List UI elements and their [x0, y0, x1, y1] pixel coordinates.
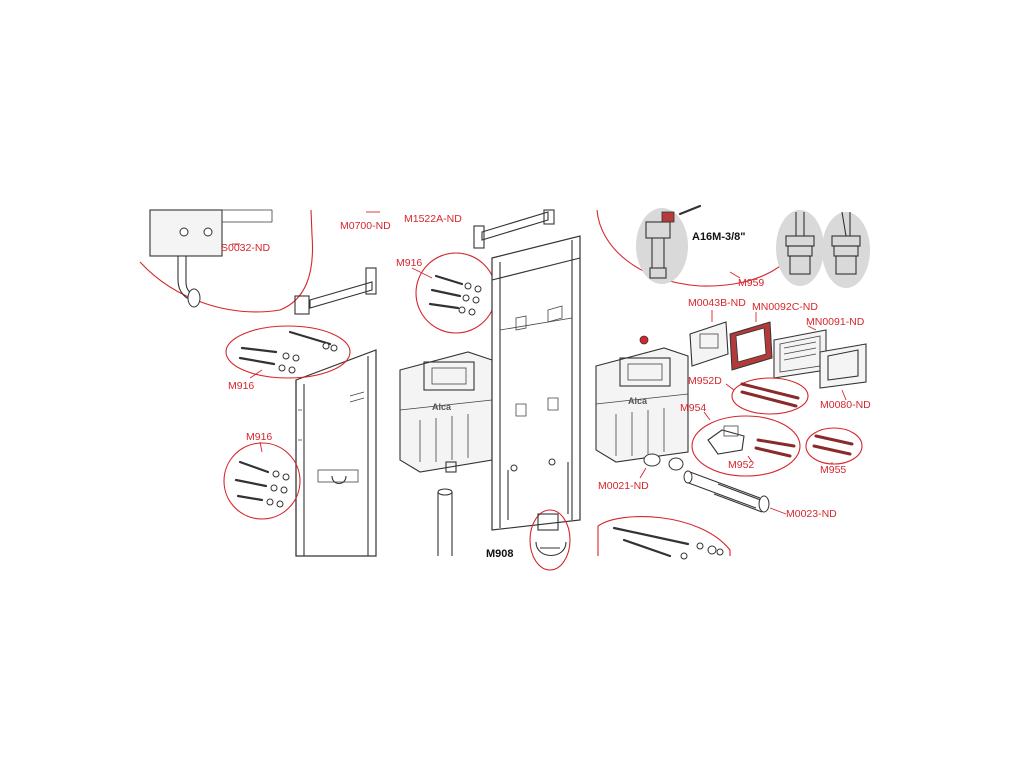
label-m1522a-nd: M1522A-ND [404, 213, 462, 225]
detail-m952d [725, 377, 809, 415]
label-m952: M952 [728, 459, 754, 471]
cistern-left [399, 351, 493, 473]
brand-tank-right: Alca [628, 396, 648, 406]
detail-rods-bottom [597, 516, 731, 560]
label-m0021-nd: M0021-ND [598, 480, 649, 492]
box-mn0091 [773, 325, 827, 379]
label-m959: M959 [738, 277, 764, 289]
bracket-m0700 [294, 211, 380, 315]
brand-tank-left: Alca [432, 402, 452, 412]
label-m0080-nd: M0080-ND [820, 399, 871, 411]
label-mn0092c-nd: MN0092C-ND [752, 301, 818, 313]
frame-tall-center [491, 235, 581, 531]
detail-m955 [805, 427, 863, 465]
detail-valves-m959 [596, 204, 870, 288]
label-m916-top: M916 [396, 257, 422, 269]
cistern-right [595, 335, 689, 463]
label-m952d: M952D [688, 375, 722, 387]
detail-m908 [529, 509, 571, 571]
pipe-left [437, 488, 453, 556]
detail-cistern-corner [139, 209, 314, 313]
label-m0043b-nd: M0043B-ND [688, 297, 746, 309]
detail-m916-top [411, 252, 497, 334]
seals-m0021 [639, 453, 684, 479]
label-m954: M954 [680, 402, 706, 414]
plate-m0043b [689, 310, 729, 367]
label-m916-mid: M916 [228, 380, 254, 392]
label-m908: M908 [486, 548, 514, 560]
frame-low-left [295, 349, 377, 557]
label-s0032-nd: S0032-ND [221, 242, 270, 254]
label-a16m-3-8: A16M-3/8" [692, 231, 746, 243]
label-m916-low: M916 [246, 431, 272, 443]
detail-m954-m952 [691, 411, 801, 477]
frame-mn0092c [729, 312, 773, 371]
plate-m0080 [819, 343, 867, 401]
detail-m916-low [223, 441, 301, 520]
detail-m916-mid [225, 325, 351, 379]
label-m0700-nd: M0700-ND [340, 220, 391, 232]
bracket-m1522a [473, 209, 555, 249]
label-m955: M955 [820, 464, 846, 476]
label-m0023-nd: M0023-ND [786, 508, 837, 520]
flush-pipe-m0023 [683, 470, 787, 515]
label-mn0091-nd: MN0091-ND [806, 316, 865, 328]
